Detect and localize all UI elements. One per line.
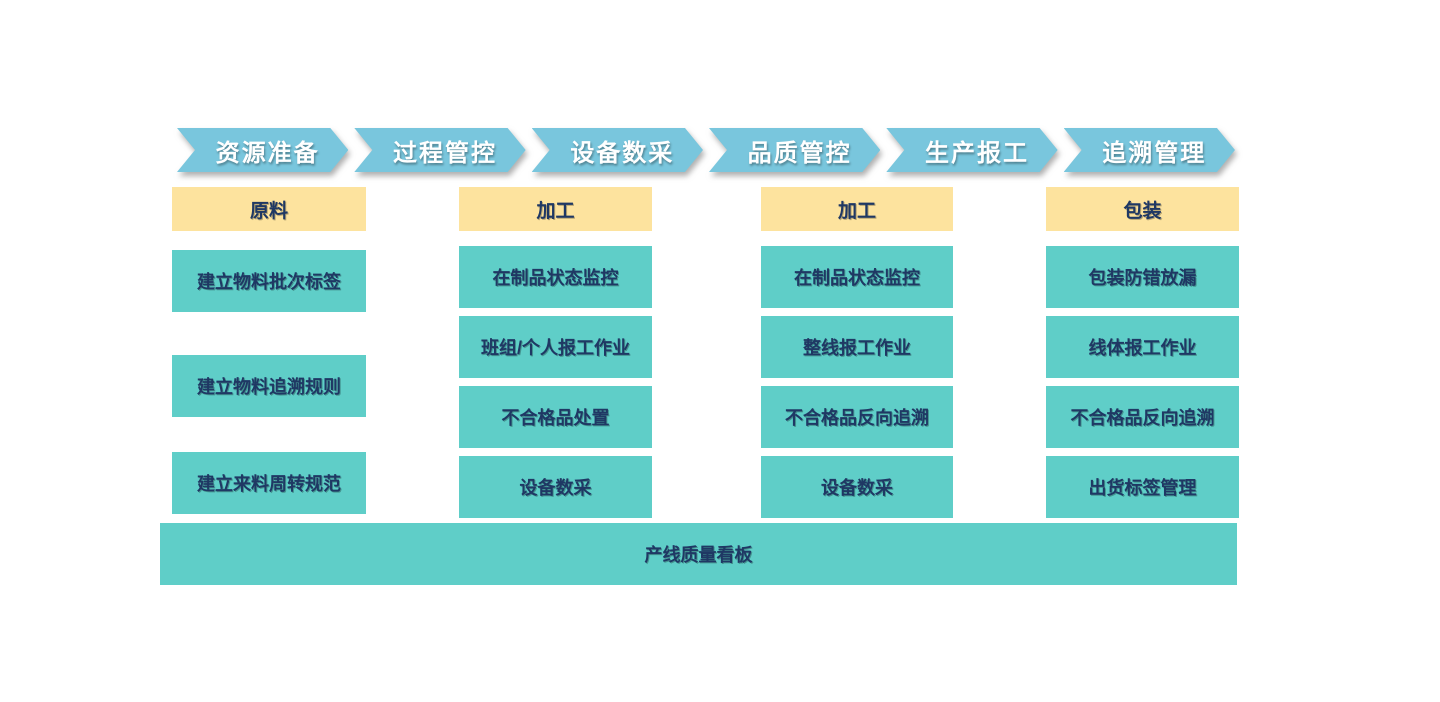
step-arrow-process-control: 过程管控 [354,128,525,172]
task-box: 出货标签管理 [1046,456,1239,518]
task-box: 在制品状态监控 [761,246,953,308]
task-box: 建立物料追溯规则 [172,355,366,417]
task-box: 线体报工作业 [1046,316,1239,378]
process-steps-banner: 资源准备 过程管控 设备数采 品质管控 生产报工 追溯管理 [177,128,1235,172]
task-box: 在制品状态监控 [459,246,652,308]
step-arrow-quality-control: 品质管控 [709,128,880,172]
task-box: 包装防错放漏 [1046,246,1239,308]
step-label: 追溯管理 [1102,139,1207,167]
step-label: 品质管控 [747,139,852,167]
step-arrow-equipment-data-collection: 设备数采 [532,128,703,172]
task-box: 整线报工作业 [761,316,953,378]
task-box: 建立来料周转规范 [172,452,366,514]
step-label: 资源准备 [215,139,320,167]
task-box: 建立物料批次标签 [172,250,366,312]
step-arrow-production-reporting: 生产报工 [886,128,1057,172]
task-box: 不合格品反向追溯 [1046,386,1239,448]
column-header-processing-1: 加工 [459,187,652,231]
column-header-raw-material: 原料 [172,187,366,231]
step-label: 生产报工 [924,139,1029,167]
task-box: 不合格品反向追溯 [761,386,953,448]
step-arrow-resource-preparation: 资源准备 [177,128,348,172]
task-box: 不合格品处置 [459,386,652,448]
step-arrow-traceability-management: 追溯管理 [1064,128,1235,172]
column-header-processing-2: 加工 [761,187,953,231]
quality-dashboard-bar: 产线质量看板 [160,523,1237,585]
step-label: 设备数采 [570,139,675,167]
step-label: 过程管控 [392,139,497,167]
column-header-packaging: 包装 [1046,187,1239,231]
task-box: 班组/个人报工作业 [459,316,652,378]
task-box: 设备数采 [459,456,652,518]
task-box: 设备数采 [761,456,953,518]
